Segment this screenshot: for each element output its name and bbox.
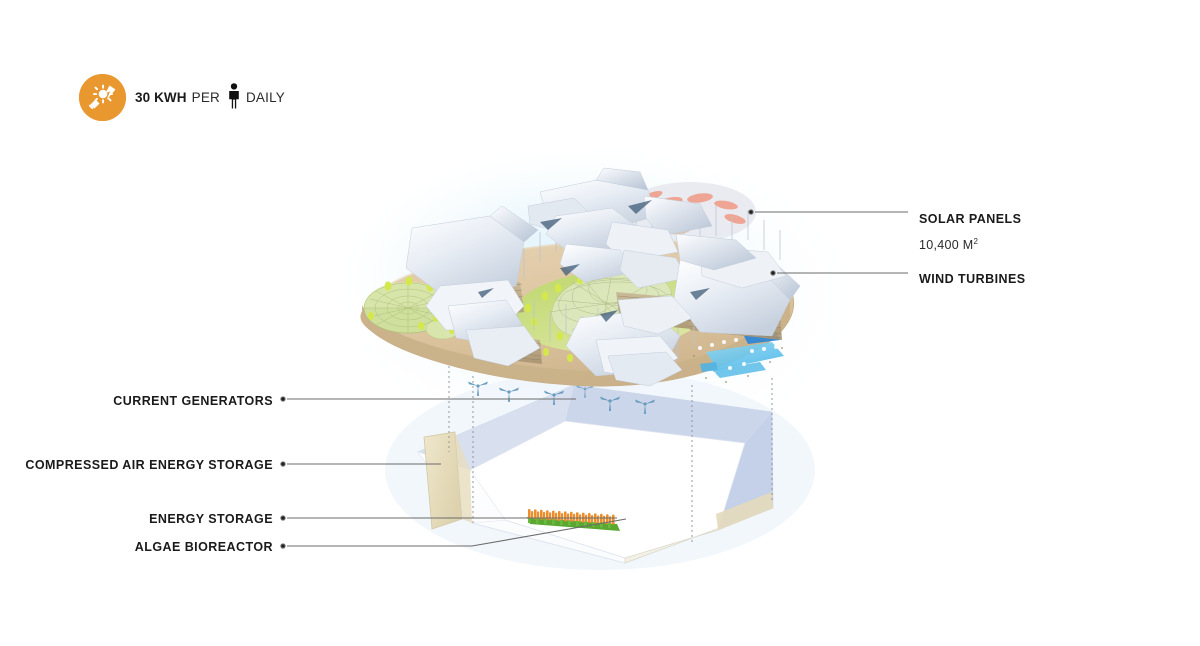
swimming-pools [693,331,784,383]
solar-area-value: 10,400 M [919,238,974,253]
callout-energy-storage: ENERGY STORAGE [149,512,273,526]
panel-cluster-left [405,205,541,367]
panel-accent-fins [478,200,710,322]
compressed-air-tank-panel [423,431,472,530]
leader-dot-current-generators [280,396,286,402]
leader-line-algae-bioreactor [287,518,627,547]
kwh-per-label: PER [191,89,220,105]
leader-dot-energy-storage [280,515,286,521]
kwh-text: 30 KWH PER DAILY [135,82,285,112]
solar-panel-canopies [405,167,801,387]
callout-wind-turbines: WIND TURBINES [919,272,1026,286]
callout-solar-panels: SOLAR PANELS [919,212,1022,226]
leader-dot-algae-bioreactor [280,543,286,549]
algae-bioreactor-strip [527,517,620,531]
kwh-period-label: DAILY [245,89,285,105]
leader-dot-wind-turbines [770,270,776,276]
callout-current-generators: CURRENT GENERATORS [113,394,273,408]
callout-solar-panels-area: 10,400 M2 [919,237,978,252]
kwh-badge: 30 KWH PER DAILY [79,60,285,134]
leader-dot-compressed-air [280,461,286,467]
panel-cluster-right [673,233,801,337]
solar-area-unit-exponent: 2 [973,237,979,246]
solar-energy-plug-icon [79,73,126,121]
panel-cluster-front [565,295,693,387]
alignment-guides [448,366,773,545]
kwh-value: 30 KWH [135,89,187,105]
panel-cluster-back [527,167,713,289]
callout-algae-bioreactor: ALGAE BIOREACTOR [134,540,273,554]
callout-compressed-air-energy-storage: COMPRESSED AIR ENERGY STORAGE [25,458,273,472]
leader-dot-solar-panels [748,209,754,215]
person-icon [228,82,240,112]
